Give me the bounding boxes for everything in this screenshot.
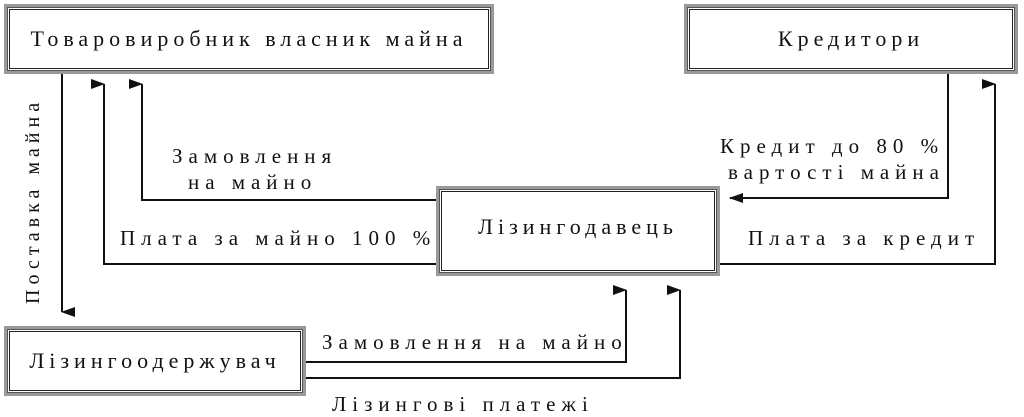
property-delivery-label: Поставка майна (22, 97, 44, 304)
payment-to-creditors-arrow (718, 79, 996, 265)
leasing-payments-label: Лізингові платежі (332, 392, 594, 416)
credit-label-line2: вартості майна (728, 160, 945, 184)
lessor-box-label: Лізингодавець (478, 214, 678, 239)
order-property-label-line1: Замовлення (172, 144, 338, 168)
creditors-box-label: Кредитори (777, 26, 925, 51)
order-property-label-line2: на майно (188, 170, 318, 194)
order-to-producer-arrow (129, 79, 440, 201)
lessee-order-label: Замовлення на майно (322, 330, 628, 354)
lessor-box: Лізингодавець (436, 186, 720, 276)
lessee-box: Лізингоодержувач (4, 326, 306, 396)
credit-label-line1: Кредит до 80 % (720, 134, 945, 158)
payment-100-label: Плата за майно 100 % (120, 226, 437, 250)
leasing-payments-arrow (304, 285, 681, 379)
producer-box: Товаровиробник власник майна (4, 4, 494, 74)
payment-to-producer-arrow (91, 79, 440, 265)
credit-to-lessor-arrow (729, 74, 949, 203)
producer-box-label: Товаровиробник власник майна (30, 26, 468, 51)
lessee-box-label: Лізингоодержувач (29, 348, 281, 373)
lessee-order-arrow (304, 285, 627, 363)
credit-payment-label: Плата за кредит (748, 226, 981, 250)
creditors-box: Кредитори (684, 4, 1018, 74)
